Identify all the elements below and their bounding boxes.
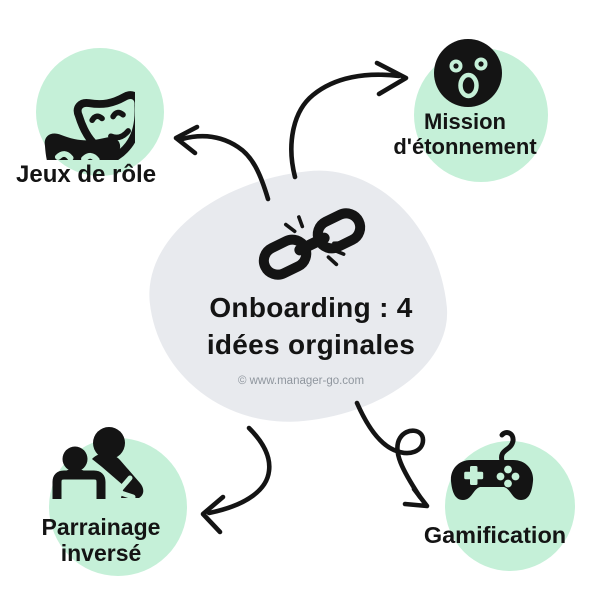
label-parrainage-inverse: Parrainage inversé: [8, 514, 194, 566]
label-mission-detonnement: Mission d'étonnement: [353, 109, 577, 159]
label-parrainage-line-1: Parrainage: [41, 514, 161, 540]
broken-chain-icon: [258, 208, 366, 280]
reverse-mentoring-icon: [52, 427, 144, 500]
arrow-to-parrainage: [200, 425, 272, 535]
label-mission-line-1: Mission: [424, 109, 506, 134]
label-jeux-de-role: Jeux de rôle: [16, 161, 157, 188]
surprised-face-icon: [434, 39, 502, 107]
arrow-to-gamification: [354, 400, 430, 509]
title-line-1: Onboarding : 4: [209, 292, 413, 323]
label-gamification: Gamification: [423, 522, 567, 548]
label-parrainage-line-2: inversé: [60, 540, 142, 566]
game-controller-icon: [450, 430, 534, 500]
copyright-text: © www.manager-go.com: [237, 375, 365, 387]
label-mission-line-2: d'étonnement: [393, 133, 537, 159]
page-title: Onboarding : 4 idées orginales: [150, 289, 472, 363]
title-line-2: idées orginales: [206, 329, 416, 360]
theater-masks-icon: [44, 91, 135, 160]
